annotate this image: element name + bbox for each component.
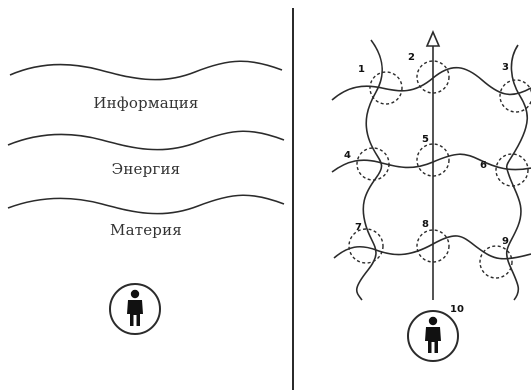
node-7: 7 xyxy=(348,222,384,264)
node-number-5: 5 xyxy=(422,134,429,145)
node-9: 9 xyxy=(479,236,513,279)
horizontal-line-middle xyxy=(331,153,531,173)
node-number-8: 8 xyxy=(422,219,429,230)
node-5: 5 xyxy=(416,134,450,177)
horizontal-line-top xyxy=(331,66,531,101)
left-panel-drawing xyxy=(7,60,285,335)
node-number-10: 10 xyxy=(450,304,464,315)
node-number-6: 6 xyxy=(480,160,487,171)
node-8: 8 xyxy=(416,219,450,263)
information-label: Информация xyxy=(93,94,199,112)
node-3: 3 xyxy=(499,62,531,113)
node-6: 6 xyxy=(480,153,529,187)
node-number-4: 4 xyxy=(344,150,351,161)
vertical-line-left xyxy=(355,39,383,301)
node-number-7: 7 xyxy=(355,222,362,233)
person-icon xyxy=(407,310,459,362)
vertical-line-right xyxy=(505,44,529,301)
right-panel: 1 2 3 4 5 6 7 8 xyxy=(296,0,531,390)
node-number-1: 1 xyxy=(358,64,365,75)
horizontal-line-bottom xyxy=(333,235,531,260)
node-10: 10 xyxy=(407,304,464,362)
person-icon xyxy=(109,283,161,335)
node-number-2: 2 xyxy=(408,52,415,63)
node-1: 1 xyxy=(358,64,403,105)
node-2: 2 xyxy=(408,52,450,94)
matter-label: Материя xyxy=(110,221,182,239)
left-panel: Информация Энергия Материя xyxy=(7,60,285,335)
arrow-up-icon xyxy=(425,29,441,47)
energy-label: Энергия xyxy=(111,160,181,178)
panel-divider xyxy=(292,8,294,390)
node-number-3: 3 xyxy=(502,62,509,73)
node-number-9: 9 xyxy=(502,236,509,247)
node-4: 4 xyxy=(344,147,390,181)
information-wave-line xyxy=(9,60,283,81)
energy-wave-line xyxy=(7,130,285,151)
network-diagram: 1 2 3 4 5 6 7 8 xyxy=(331,29,531,362)
matter-wave-line xyxy=(7,194,285,215)
